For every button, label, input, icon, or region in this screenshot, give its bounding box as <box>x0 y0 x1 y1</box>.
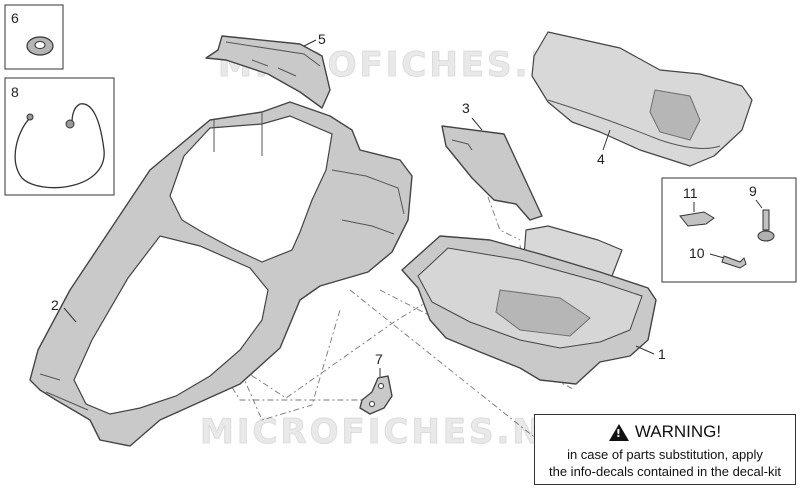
clip-icon <box>679 211 715 227</box>
hardware-box <box>661 177 797 283</box>
part-4-seat: 4 <box>531 31 753 167</box>
part-8-cable-group: 8 <box>4 77 115 196</box>
part-6-box <box>4 4 64 70</box>
callout-5: 5 <box>318 31 326 47</box>
callout-1: 1 <box>658 346 666 362</box>
part-2-body-frame: 2 <box>29 101 413 447</box>
warning-line-1: in case of parts substitution, apply <box>567 447 763 462</box>
callout-4: 4 <box>597 151 605 167</box>
hardware-group: 11 9 10 <box>661 177 797 283</box>
warning-title: WARNING! <box>634 422 722 441</box>
callout-11: 11 <box>683 185 698 201</box>
part-6-washer-group: 6 <box>4 4 64 70</box>
part-8-box <box>4 77 115 196</box>
callout-9: 9 <box>749 183 757 199</box>
part-5-upper-panel: 5 <box>205 31 331 109</box>
callout-8: 8 <box>11 84 19 100</box>
callout-6: 6 <box>11 10 19 26</box>
bolt-icon <box>762 209 770 231</box>
warning-triangle-icon: ! <box>608 423 629 441</box>
ground-cable-icon <box>14 103 105 189</box>
warning-notice: ! WARNING! in case of parts substitution… <box>534 414 796 485</box>
callout-2: 2 <box>51 297 59 313</box>
warning-line-2: the info-decals contained in the decal-k… <box>549 464 781 479</box>
part-7-bracket: 7 <box>359 351 393 415</box>
part-3-cover: 3 <box>441 100 543 221</box>
screw-icon <box>721 255 747 269</box>
part-1-storage-box: 1 <box>401 225 666 385</box>
callout-10: 10 <box>689 245 705 261</box>
callout-7: 7 <box>375 351 383 367</box>
callout-3: 3 <box>462 100 470 116</box>
